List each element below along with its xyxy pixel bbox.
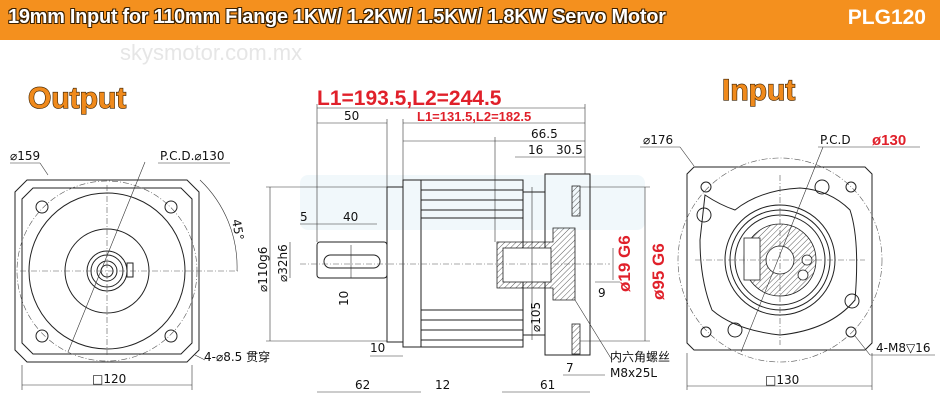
product-title: 19mm Input for 110mm Flange 1KW/ 1.2KW/ … bbox=[8, 6, 666, 28]
input-label: Input bbox=[722, 74, 795, 107]
output-angle: 45° bbox=[229, 218, 246, 241]
dim-shaft-dia: ⌀32h6 bbox=[276, 244, 290, 282]
dim-16: 16 bbox=[528, 143, 543, 157]
input-bore-dim: ø19 G6 bbox=[615, 235, 634, 292]
input-end-view bbox=[640, 146, 935, 390]
dim-flange-dia: ⌀110g6 bbox=[256, 247, 270, 292]
watermark-url: skysmotor.com.mx bbox=[120, 40, 302, 65]
dim-40: 40 bbox=[343, 210, 358, 224]
dim-7: 7 bbox=[566, 361, 574, 375]
title-banner: 19mm Input for 110mm Flange 1KW/ 1.2KW/ … bbox=[0, 0, 940, 40]
input-pcd-label: P.C.D bbox=[820, 133, 851, 147]
side-view bbox=[266, 104, 650, 393]
dim-9: 9 bbox=[598, 286, 606, 300]
dim-66-5: 66.5 bbox=[531, 127, 558, 141]
dim-105: ⌀105 bbox=[529, 302, 543, 332]
dim-10-flange: 10 bbox=[370, 341, 385, 355]
input-pcd-value: ø130 bbox=[872, 132, 906, 149]
screw-spec: M8x25L bbox=[610, 366, 657, 380]
dim-shaft-length: 50 bbox=[344, 109, 359, 123]
total-length-dim: L1=193.5,L2=244.5 bbox=[317, 87, 502, 110]
dim-5: 5 bbox=[300, 210, 308, 224]
input-square: □130 bbox=[765, 373, 799, 387]
output-label: Output bbox=[28, 82, 126, 115]
pilot-dia-dim: ø95 G6 bbox=[649, 243, 668, 300]
screw-label: 内六角螺丝 bbox=[610, 350, 670, 364]
dim-61: 61 bbox=[540, 378, 555, 392]
dim-62: 62 bbox=[355, 378, 370, 392]
body-length-dim: L1=131.5,L2=182.5 bbox=[417, 109, 531, 124]
output-end-view bbox=[10, 161, 240, 390]
dim-key-width: 10 bbox=[337, 291, 351, 306]
input-holes: 4-M8▽16 bbox=[876, 341, 930, 355]
input-outer-dia: ⌀176 bbox=[643, 133, 673, 147]
dim-12: 12 bbox=[435, 378, 450, 392]
dim-30-5: 30.5 bbox=[556, 143, 583, 157]
model-code: PLG120 bbox=[847, 6, 926, 29]
output-holes: 4-⌀8.5 贯穿 bbox=[204, 349, 270, 364]
output-outer-dia: ⌀159 bbox=[10, 149, 40, 163]
output-square: □120 bbox=[92, 372, 126, 386]
output-pcd: P.C.D.⌀130 bbox=[160, 149, 225, 163]
watermark-logo bbox=[300, 175, 645, 230]
